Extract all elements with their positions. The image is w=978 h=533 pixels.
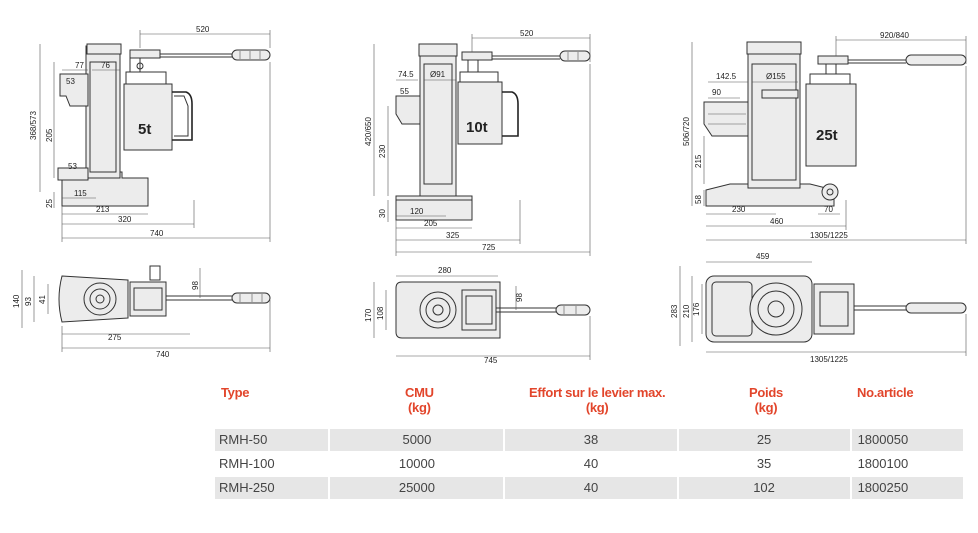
plan-dim-5t-2: 93 <box>24 297 33 306</box>
jack-25t-side-view: 25t 920/840 142.5 Ø155 90 506/720 215 58… <box>682 31 967 244</box>
plan-dim-10t-1: 98 <box>515 293 524 302</box>
spec-table-header: Type CMU (kg) Effort sur le levier max. … <box>215 383 963 429</box>
dim-10t-5: 230 <box>378 144 387 158</box>
header-effort: Effort sur le levier max. (kg) <box>529 385 666 415</box>
cell-type: RMH-50 <box>215 429 329 451</box>
dim-10t-6: 30 <box>378 209 387 218</box>
dim-5t-11: 740 <box>150 229 164 238</box>
dim-10t-7: 120 <box>410 207 424 216</box>
cell-type: RMH-250 <box>215 477 329 499</box>
cell-article: 1800250 <box>851 477 963 499</box>
plan-dim-25t-4: 1305/1225 <box>810 355 848 364</box>
technical-drawings: 5t 520 77 76 53 368/573 205 53 25 115 21… <box>12 25 967 365</box>
plan-dim-5t-1: 140 <box>12 294 21 308</box>
dim-10t-3: 55 <box>400 87 409 96</box>
cell-article: 1800050 <box>851 429 963 451</box>
cell-cmu: 25000 <box>330 477 504 499</box>
dim-5t-0: 520 <box>196 25 210 34</box>
plan-dim-10t-2: 170 <box>364 308 373 322</box>
dim-5t-4: 368/573 <box>29 111 38 140</box>
plan-dim-25t-1: 283 <box>670 304 679 318</box>
dim-10t-10: 725 <box>482 243 496 252</box>
table-row: RMH-250 25000 40 102 1800250 <box>215 477 963 499</box>
capacity-5t: 5t <box>138 121 151 138</box>
dim-25t-3: 90 <box>712 88 721 97</box>
jack-25t-plan-view: 459 283 210 176 1305/1225 <box>670 252 967 364</box>
dim-10t-2: Ø91 <box>430 70 446 79</box>
dim-10t-8: 205 <box>424 219 438 228</box>
header-article: No.article <box>857 385 914 400</box>
plan-dim-25t-2: 210 <box>682 304 691 318</box>
jack-5t-side-view: 5t 520 77 76 53 368/573 205 53 25 115 21… <box>29 25 271 242</box>
spec-table: Type CMU (kg) Effort sur le levier max. … <box>215 383 963 501</box>
cell-cmu: 10000 <box>398 456 435 471</box>
plan-dim-10t-3: 108 <box>376 306 385 320</box>
plan-dim-5t-3: 41 <box>38 295 47 304</box>
plan-dim-5t-0: 98 <box>191 281 200 290</box>
plan-dim-25t-0: 459 <box>756 252 770 261</box>
cell-effort: 40 <box>583 456 599 471</box>
dim-5t-7: 25 <box>45 199 54 208</box>
dim-5t-3: 53 <box>66 77 75 86</box>
cell-type: RMH-100 <box>219 456 275 471</box>
dim-25t-10: 1305/1225 <box>810 231 848 240</box>
table-row: RMH-100 10000 40 35 1800100 <box>215 453 963 475</box>
jack-10t-plan-view: 280 98 170 108 745 <box>364 266 591 365</box>
jack-5t-plan-view: 98 140 93 41 275 740 <box>12 265 271 359</box>
cell-poids: 102 <box>678 477 850 499</box>
jack-10t-side-view: 10t 520 74.5 Ø91 55 420/650 230 30 120 2… <box>364 29 591 256</box>
header-poids: Poids (kg) <box>749 385 783 415</box>
dim-25t-8: 70 <box>824 205 833 214</box>
plan-dim-5t-4: 275 <box>108 333 122 342</box>
header-cmu: CMU (kg) <box>405 385 434 415</box>
dim-10t-9: 325 <box>446 231 460 240</box>
dim-5t-1: 77 <box>75 61 84 70</box>
cell-effort: 40 <box>505 477 677 499</box>
header-type: Type <box>221 385 250 400</box>
dim-25t-5: 215 <box>694 154 703 168</box>
dim-5t-9: 213 <box>96 205 110 214</box>
dim-5t-2: 76 <box>101 61 110 70</box>
dim-5t-10: 320 <box>118 215 132 224</box>
dim-5t-5: 205 <box>45 128 54 142</box>
dim-25t-0: 920/840 <box>880 31 909 40</box>
dim-25t-2: Ø155 <box>766 72 786 81</box>
cell-poids: 35 <box>756 456 772 471</box>
dim-5t-6: 53 <box>68 162 77 171</box>
capacity-25t: 25t <box>816 127 838 144</box>
cell-cmu: 5000 <box>330 429 504 451</box>
dim-10t-0: 520 <box>520 29 534 38</box>
plan-dim-10t-4: 745 <box>484 356 498 365</box>
dim-25t-7: 230 <box>732 205 746 214</box>
cell-effort: 38 <box>505 429 677 451</box>
dim-10t-1: 74.5 <box>398 70 414 79</box>
cell-article: 1800100 <box>857 456 909 471</box>
dim-25t-9: 460 <box>770 217 784 226</box>
dim-25t-1: 142.5 <box>716 72 737 81</box>
dim-10t-4: 420/650 <box>364 117 373 146</box>
capacity-10t: 10t <box>466 119 488 136</box>
dim-25t-4: 506/720 <box>682 117 691 146</box>
dim-25t-6: 58 <box>694 195 703 204</box>
table-row: RMH-50 5000 38 25 1800050 <box>215 429 963 451</box>
plan-dim-10t-0: 280 <box>438 266 452 275</box>
cell-poids: 25 <box>678 429 850 451</box>
plan-dim-25t-3: 176 <box>692 302 701 316</box>
plan-dim-5t-5: 740 <box>156 350 170 359</box>
dim-5t-8: 115 <box>74 189 87 198</box>
